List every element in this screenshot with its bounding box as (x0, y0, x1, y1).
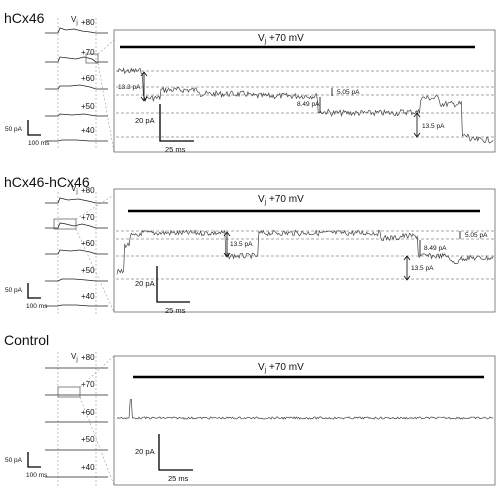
step-label: +60 (81, 239, 95, 248)
svg-text:5.05 pA: 5.05 pA (465, 232, 488, 239)
vj-header-hcx46: Vj (71, 15, 78, 26)
svg-text:20 pA: 20 pA (135, 279, 155, 288)
amplitude-annotation: 13.5 pA (223, 231, 253, 258)
vj-header-control: Vj (71, 352, 78, 363)
scale-bar-control: 20 pA 25 ms (135, 434, 193, 483)
panel-hcx46-hcx46: hCx46-hCx46 Vj +80 +70 +60 +50 +40 50 pA… (4, 174, 496, 315)
scale-bar-hcx46: 20 pA 25 ms (135, 104, 194, 154)
svg-text:Vj: Vj (71, 15, 78, 26)
step-label: +60 (81, 74, 95, 83)
svg-text:13.5 pA: 13.5 pA (411, 265, 434, 272)
svg-text:13.3 pA: 13.3 pA (118, 84, 141, 91)
mini-trace (45, 197, 108, 204)
svg-text:Vj: Vj (71, 184, 78, 195)
step-label: +80 (81, 353, 95, 362)
zoom-connector (75, 194, 115, 220)
zoom-frame-hcx46-hcx46 (113, 188, 496, 313)
svg-text:8.49 pA: 8.49 pA (424, 245, 447, 252)
mini-scale-bar-hcx46: 50 pA 100 ms (5, 120, 50, 147)
panel-title-control: Control (4, 332, 49, 348)
zoom-voltage-label: Vj +70 mV (258, 362, 304, 374)
svg-text:100 ms: 100 ms (26, 472, 48, 479)
zoom-region-box (53, 218, 77, 230)
svg-text:25 ms: 25 ms (165, 145, 186, 154)
svg-text:5.05 pA: 5.05 pA (337, 89, 360, 96)
mini-scale-bar-hcx46-hcx46: 50 pA 100 ms (5, 283, 48, 310)
mini-scale-bar-control: 50 pA 100 ms (5, 452, 48, 479)
step-label: +60 (81, 408, 95, 417)
amplitude-annotation: 5.05 pA (331, 88, 360, 96)
svg-text:50 pA: 50 pA (5, 126, 23, 133)
single-channel-trace-hcx46 (116, 67, 494, 144)
zoom-connector (75, 228, 115, 313)
step-label: +50 (81, 266, 95, 275)
mini-trace (45, 304, 108, 307)
mini-trace (45, 27, 108, 34)
step-label: +50 (81, 435, 95, 444)
mini-trace (45, 249, 108, 255)
svg-text:100 ms: 100 ms (26, 303, 48, 310)
mini-trace (45, 139, 108, 142)
step-label: +70 (81, 48, 95, 57)
amplitude-annotation: 13.3 pA (118, 71, 148, 102)
single-channel-trace-control (116, 398, 494, 420)
step-label: +50 (81, 102, 95, 111)
panel-title-hcx46-hcx46: hCx46-hCx46 (4, 174, 90, 190)
svg-text:20 pA: 20 pA (135, 447, 155, 456)
step-label: +80 (81, 18, 95, 27)
zoom-connector (97, 39, 115, 55)
amplitude-annotation: 8.49 pA (297, 97, 321, 113)
svg-text:50 pA: 50 pA (5, 287, 23, 294)
svg-text:20 pA: 20 pA (135, 116, 155, 125)
amplitude-annotation: 13.5 pA (413, 112, 445, 138)
zoom-voltage-label: Vj +70 mV (258, 194, 304, 206)
zoom-frame-control (113, 355, 496, 486)
zoom-connector (97, 62, 115, 153)
svg-text:50 pA: 50 pA (5, 457, 23, 464)
svg-text:25 ms: 25 ms (168, 474, 189, 483)
step-label: +40 (81, 292, 95, 301)
panel-control: Control Vj +80 +70 +60 +50 +40 50 pA 100… (4, 332, 496, 488)
panel-hcx46: hCx46 Vj +80 +70 +60 +50 +40 50 pA 100 m… (4, 10, 496, 154)
step-label: +70 (81, 213, 95, 222)
step-label: +40 (81, 126, 95, 135)
mini-trace (45, 56, 108, 63)
svg-text:Vj: Vj (71, 352, 78, 363)
amplitude-annotation: 5.05 pA (459, 231, 488, 239)
mini-trace (45, 222, 108, 229)
zoom-region-box (85, 53, 99, 64)
step-label: +80 (81, 186, 95, 195)
zoom-region-box (57, 386, 81, 398)
mini-trace (45, 278, 108, 282)
zoom-voltage-label: Vj +70 mV (258, 33, 304, 45)
svg-text:25 ms: 25 ms (165, 306, 186, 315)
vj-header-hcx46-hcx46: Vj (71, 184, 78, 195)
step-label: +40 (81, 463, 95, 472)
mini-trace (45, 113, 108, 117)
mini-trace (45, 84, 108, 90)
step-label: +70 (81, 380, 95, 389)
svg-text:13.5 pA: 13.5 pA (422, 123, 445, 130)
zoom-frame-hcx46 (113, 29, 496, 153)
svg-text:13.5 pA: 13.5 pA (230, 241, 253, 248)
svg-text:100 ms: 100 ms (28, 140, 50, 147)
amplitude-annotation: 8.49 pA (419, 240, 447, 256)
scale-bar-hcx46-hcx46: 20 pA 25 ms (135, 266, 190, 315)
amplitude-annotation: 13.5 pA (403, 255, 434, 281)
single-channel-trace-hcx46-hcx46 (116, 229, 494, 275)
svg-text:8.49 pA: 8.49 pA (297, 101, 320, 108)
panel-title-hcx46: hCx46 (4, 10, 45, 26)
